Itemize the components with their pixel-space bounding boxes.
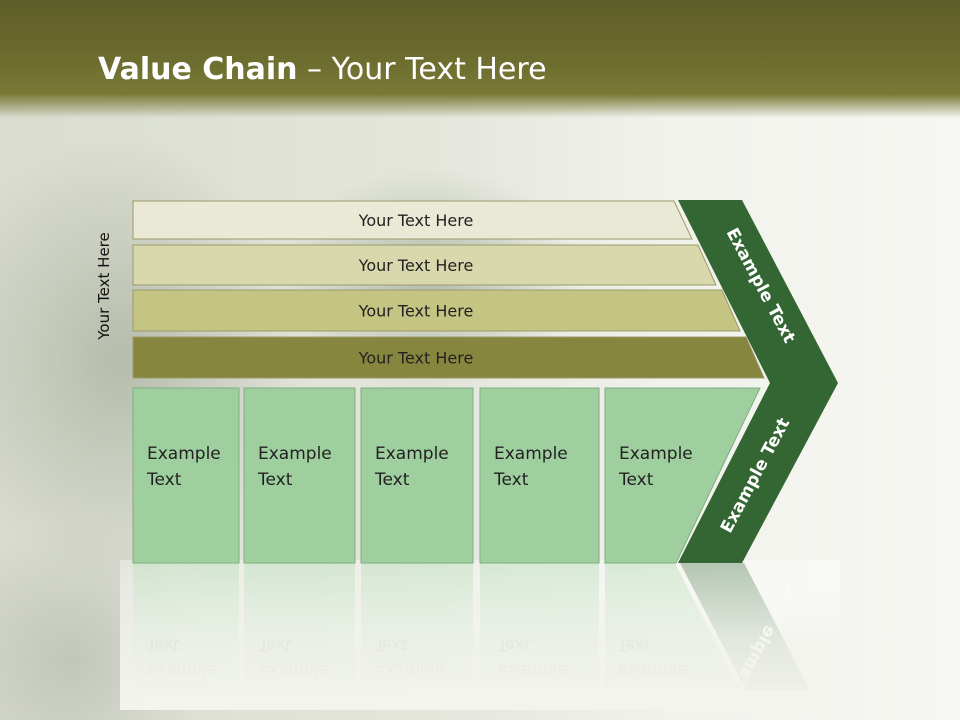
column-box [604, 387, 761, 564]
column-label-line2: Text [618, 470, 654, 490]
column-label-line1: Example [375, 444, 449, 464]
column-label-line1: Example [258, 444, 332, 464]
column-label-line1: Example [494, 444, 568, 464]
column-box [479, 387, 600, 564]
row-label: Your Text Here [358, 211, 474, 230]
row-bar [132, 336, 765, 379]
reflection-fade [120, 560, 840, 710]
row-label: Your Text Here [358, 349, 474, 368]
column-label-line2: Text [374, 470, 410, 490]
row-bar [132, 200, 693, 240]
column-label-line2: Text [257, 470, 293, 490]
slide-title: Value Chain – Your Text Here [98, 52, 547, 87]
column-label-line2: Text [493, 470, 529, 490]
column-box [243, 387, 356, 564]
row-label: Your Text Here [358, 256, 474, 275]
row-bar [132, 244, 717, 286]
title-rest: – Your Text Here [297, 52, 547, 87]
chevron-shape [678, 200, 838, 563]
column-label-line1: Example [619, 444, 693, 464]
row-label: Your Text Here [358, 302, 474, 321]
row-bar [132, 289, 741, 332]
column-label-line1: Example [147, 444, 221, 464]
title-bold: Value Chain [98, 52, 298, 87]
title-bar [0, 0, 960, 118]
column-label-line2: Text [146, 470, 182, 490]
column-box [132, 387, 240, 564]
column-box [360, 387, 474, 564]
